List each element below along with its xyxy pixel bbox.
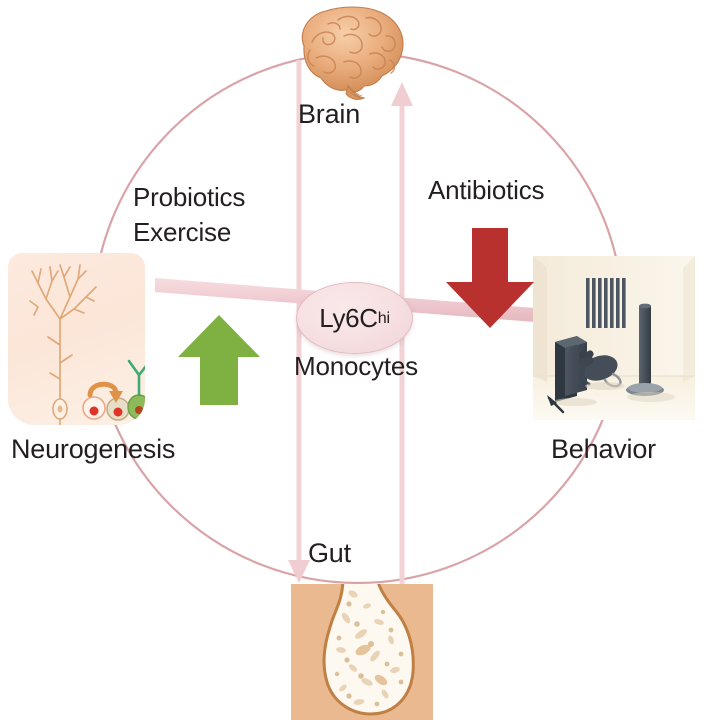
- behavior-label: Behavior: [551, 434, 656, 464]
- pointer-icon: [547, 395, 565, 414]
- brain-icon: [301, 6, 404, 100]
- gut-to-brain-arrowhead: [391, 82, 413, 106]
- chamber-column: [626, 303, 675, 402]
- division-arrow: [87, 381, 119, 398]
- red-down-arrow-icon: [446, 228, 534, 328]
- ly6c-text: Ly6C: [319, 302, 378, 333]
- ly6c-ellipse-shape: [296, 282, 413, 354]
- antibiotics-label: Antibiotics: [428, 175, 545, 205]
- new-neuron: [127, 359, 145, 420]
- stripe-pattern: [585, 278, 629, 328]
- brain-label: Brain: [298, 99, 361, 129]
- mouse-icon: [579, 350, 625, 390]
- brain-to-gut-arrowhead: [288, 560, 310, 583]
- progenitor-cells: [82, 396, 130, 421]
- probiotics-label: Probiotics: [133, 182, 246, 212]
- gut-label: Gut: [308, 538, 351, 568]
- green-up-arrow-icon: [178, 315, 260, 405]
- gut-panel: [291, 584, 433, 720]
- behavior-panel: [533, 256, 695, 420]
- monocytes-label: Monocytes: [294, 351, 418, 381]
- neurogenesis-panel: [8, 253, 145, 425]
- neurogenesis-label: Neurogenesis: [11, 434, 176, 464]
- exercise-label: Exercise: [133, 217, 232, 247]
